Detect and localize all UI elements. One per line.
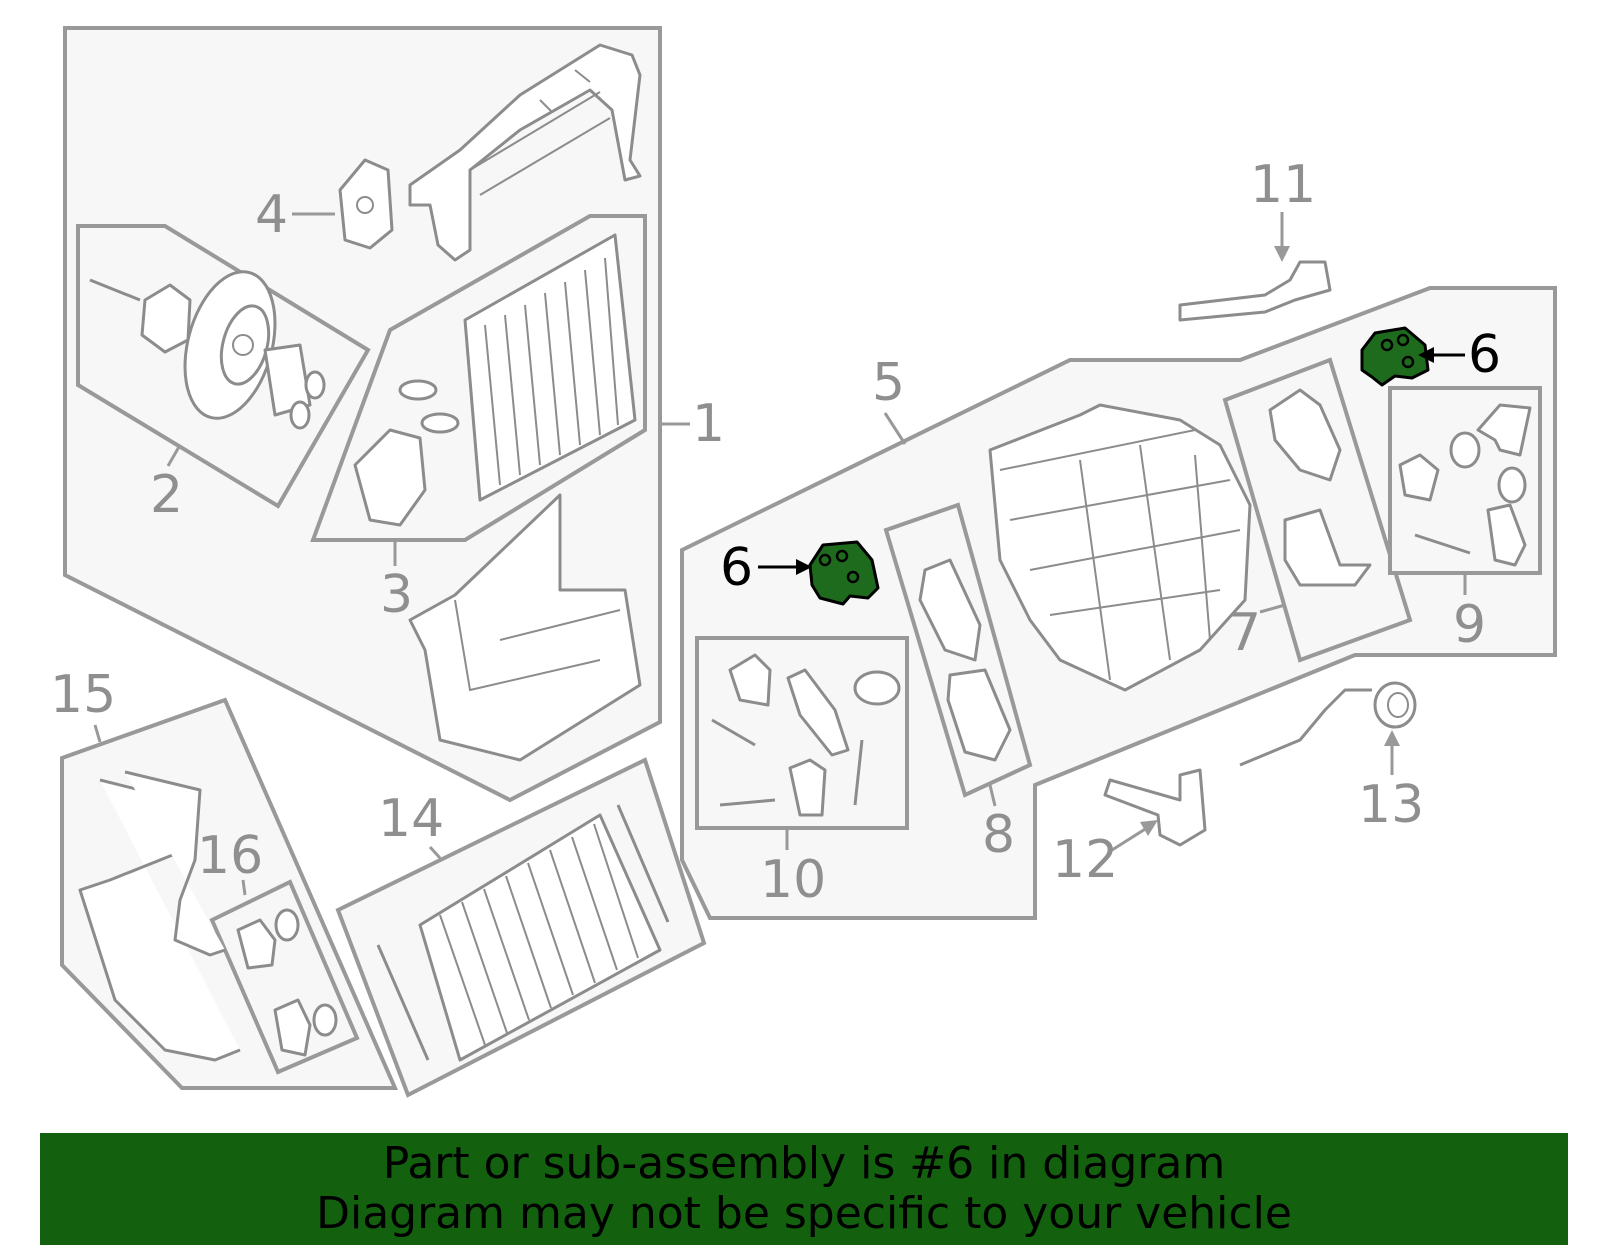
part-16-grommets — [236, 908, 338, 1057]
callout-13: 13 — [1358, 775, 1424, 835]
info-banner: Part or sub-assembly is #6 in diagram Di… — [40, 1133, 1568, 1245]
part-6-highlight-left — [758, 540, 880, 606]
part-10-items — [711, 653, 901, 817]
part-8-actuators — [918, 558, 1012, 762]
callout-16: 16 — [197, 826, 263, 886]
part-11-sensor — [1178, 212, 1332, 322]
callout-11: 11 — [1250, 155, 1316, 215]
evaporator-core-part — [463, 233, 637, 502]
part-2-clutch — [89, 270, 326, 430]
callout-10: 10 — [760, 850, 826, 910]
part-9-items — [1398, 403, 1532, 567]
callout-5: 5 — [872, 353, 905, 413]
part-6-highlight-right — [1360, 326, 1465, 387]
callout-12: 12 — [1052, 830, 1118, 890]
callout-8: 8 — [982, 805, 1015, 865]
callout-1: 1 — [692, 394, 725, 454]
part-4-clip — [338, 158, 394, 250]
group-1-panel — [63, 26, 690, 803]
hvac-housing-part — [988, 403, 1252, 692]
group-14-panel — [335, 757, 707, 1098]
group-5-panel — [680, 286, 1557, 920]
part-13-hose — [1239, 681, 1417, 775]
banner-line-1: Part or sub-assembly is #6 in diagram — [382, 1138, 1226, 1189]
part-3-valve — [353, 379, 460, 527]
part-15-tubes — [78, 770, 241, 1062]
callout-4: 4 — [255, 185, 288, 245]
part-14-heater-core — [376, 804, 670, 1062]
callout-6-right: 6 — [1468, 325, 1501, 385]
banner-line-2: Diagram may not be specific to your vehi… — [316, 1188, 1292, 1239]
callout-7: 7 — [1228, 603, 1261, 663]
part-7-brackets — [1268, 388, 1372, 587]
callout-6-left: 6 — [720, 538, 753, 598]
callout-2: 2 — [150, 465, 183, 525]
callout-3: 3 — [380, 565, 413, 625]
part-12-duct — [1103, 768, 1207, 852]
callout-14: 14 — [378, 789, 444, 849]
group-15-panel — [60, 697, 399, 1090]
callout-9: 9 — [1453, 595, 1486, 655]
callout-15: 15 — [50, 665, 116, 725]
upper-bracket-part — [408, 43, 642, 262]
lower-case-part — [408, 493, 642, 762]
